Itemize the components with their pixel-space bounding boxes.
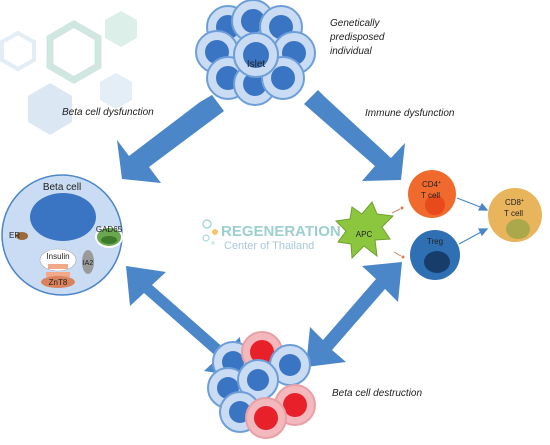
islet-label: Islet [247,59,266,70]
cd4-label-sup: + [438,180,441,186]
watermark-line1: REGENERATION [221,223,341,240]
hexagon-filled-blue [28,83,72,135]
treg-nucleus [424,251,450,273]
watermark-dot [212,229,218,235]
apc-label: APC [356,230,373,239]
gad65-label: GAD65 [96,225,123,234]
cd8-label-text: CD8 [505,198,522,207]
activation-arrows [456,197,489,245]
cd8-label-sup: + [521,198,524,204]
hexagon-outline-teal [46,19,102,85]
beta-cell-nucleus [30,193,96,241]
beta-dysfunction-label: Beta cell dysfunction [62,107,154,118]
genetic-label-line3: individual [330,46,372,57]
genetic-label-line2: predisposed [329,32,385,43]
immune-dysfunction-label: Immune dysfunction [365,108,455,119]
cd4-label-line2: T cell [421,191,440,200]
arrows [117,90,405,377]
hexagon-filled-blue-small [100,73,132,109]
cd8-nucleus [506,219,530,239]
ia2-label: IA2 [83,260,94,267]
arrow-islet-to-immune [304,90,405,181]
watermark-dot [211,241,215,245]
beta-destruction-label: Beta cell destruction [332,388,422,399]
insulin-label: Insulin [46,252,69,261]
watermark-dot [202,234,210,242]
genetic-label-line1: Genetically [330,18,380,29]
er-label: ER [9,231,20,240]
insulin-core-2 [46,272,70,277]
arrow-islet-to-beta-cell [117,95,224,183]
beta-cell-title: Beta cell [43,182,81,193]
cd8-label-line1: CD8+ [505,198,524,207]
decorative-hexagons [0,11,137,135]
znt8-label: ZnT8 [49,278,68,287]
insulin-core [48,264,68,269]
antigen-marks [391,206,405,259]
arrow-beta-cell-destruction-bidirectional [126,266,244,377]
watermark-dot [202,219,212,229]
treg-label: Treg [427,237,443,246]
cd4-label-text: CD4 [422,180,439,189]
watermark-logo [202,219,218,245]
cd4-label-line1: CD4+ [422,180,441,189]
er-organelle [16,232,28,240]
ia2-protein [82,250,94,274]
beta-cell [1,174,123,296]
islet-cluster-destroyed [207,331,316,439]
cd8-label-line2: T cell [504,209,523,218]
hexagon-outline-blue [0,30,36,72]
znt8-transporter [41,276,75,288]
cd4-nucleus [425,195,445,215]
apc-cell [334,201,395,260]
islet-cluster-top [195,0,316,106]
gad65-core [101,236,117,244]
watermark-line2: Center of Thailand [224,240,314,252]
hexagon-filled-teal [105,11,137,47]
arrow-immune-destruction-bidirectional [306,262,402,367]
